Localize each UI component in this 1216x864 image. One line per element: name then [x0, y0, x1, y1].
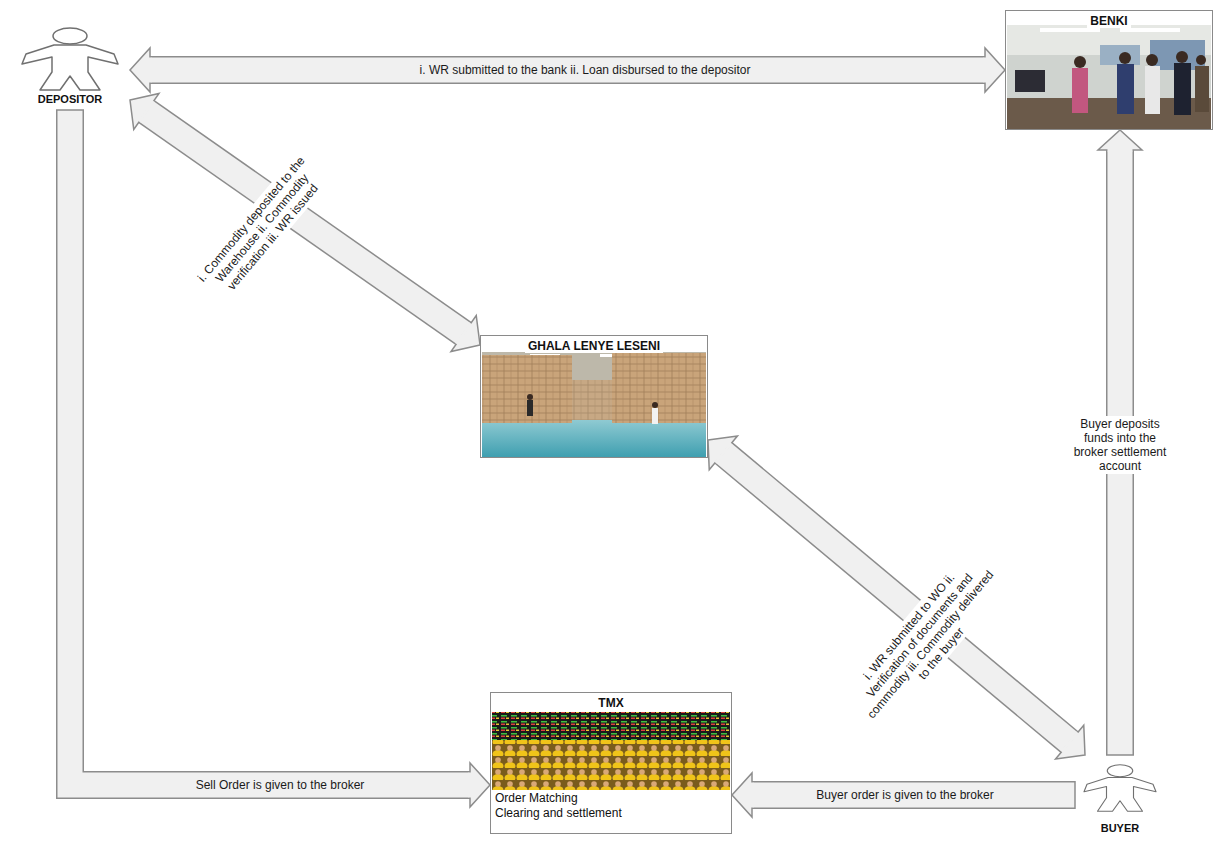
arrow-head [470, 763, 490, 807]
bank-photo-part [1174, 63, 1191, 115]
warehouse-photo [482, 352, 706, 457]
arrow-joint [469, 773, 472, 798]
arrow-outline [752, 781, 1075, 809]
arrow-outline [150, 56, 985, 84]
arrow-head [130, 93, 159, 129]
bank-photo-part [1117, 64, 1134, 114]
person-symbol [10, 26, 130, 92]
exchange-photo-part [492, 740, 730, 790]
arrow-label: Sell Order is given to the broker [192, 777, 369, 793]
arrow-tail [1106, 754, 1134, 756]
bank-photo-part [1072, 68, 1088, 113]
arrow-joint [149, 58, 152, 83]
bank-photo-part [1100, 45, 1140, 65]
block-arrow [56, 110, 490, 807]
warehouse-photo-part [527, 394, 533, 400]
arrow-head [451, 316, 480, 352]
arrow-label: i. WR submitted to WO ii. Verification o… [839, 545, 1012, 735]
arrow-head [1056, 725, 1085, 759]
arrow-fill [723, 453, 1069, 742]
arrow-outline [70, 110, 470, 785]
actor-figure: BUYER [1075, 755, 1165, 841]
bank-photo-part [1176, 51, 1188, 63]
arrow-label: Buyer deposits funds into the broker set… [1064, 416, 1176, 474]
actor-label: BUYER [1075, 821, 1165, 835]
arrow-fill [150, 58, 985, 83]
actor-label: DEPOSITOR [10, 92, 130, 106]
warehouse-photo-part [482, 420, 706, 457]
arrow-fill [146, 111, 463, 333]
bank-photo-part [1007, 25, 1211, 129]
arrow-head [732, 773, 752, 817]
arrow-head [130, 48, 150, 92]
person-body [1084, 778, 1156, 812]
arrow-label: Buyer order is given to the broker [812, 787, 997, 803]
photo-box: BENKI [1005, 10, 1213, 130]
photo-box: TMX Order Matching Clearing and settlemen… [490, 692, 732, 834]
box-heading: TMX [595, 696, 626, 710]
person-body [22, 45, 118, 90]
exchange-photo-part [498, 746, 724, 786]
arrow-fill [752, 783, 1075, 808]
warehouse-photo-part [652, 402, 658, 408]
arrow-joint [984, 58, 987, 83]
bank-photo-part [1146, 54, 1158, 66]
actor-figure: DEPOSITOR [10, 26, 130, 110]
bank-photo [1007, 25, 1211, 129]
arrow-joint [715, 443, 731, 462]
exchange-photo [492, 712, 730, 790]
bank-photo-part [1074, 56, 1086, 68]
warehouse-photo-part [612, 353, 706, 423]
exchange-photo-part [492, 712, 730, 790]
arrow-joint [1108, 149, 1133, 152]
bank-photo-part [1120, 28, 1180, 32]
photo-box: GHALA LENYE LESENI [480, 335, 708, 458]
warehouse-photo-part [527, 400, 533, 416]
arrow-joint [139, 101, 153, 121]
block-arrow [130, 93, 480, 351]
arrow-head [1098, 130, 1142, 150]
warehouse-photo-part [652, 408, 658, 424]
warehouse-photo-part [482, 352, 706, 457]
arrow-joint [751, 783, 754, 808]
arrow-joint [1062, 733, 1078, 752]
arrow-outline [723, 453, 1069, 742]
warehouse-photo-part [482, 355, 572, 423]
box-heading: BENKI [1087, 14, 1130, 28]
arrow-head [708, 436, 737, 470]
person-head [1107, 765, 1133, 777]
bank-photo-part [1119, 52, 1131, 64]
arrow-tail [56, 109, 84, 111]
block-arrow [732, 773, 1075, 817]
bank-photo-part [1040, 28, 1100, 32]
box-heading: GHALA LENYE LESENI [525, 339, 663, 353]
arrow-head [985, 48, 1005, 92]
person-head [53, 28, 87, 44]
arrow-tail [1074, 781, 1076, 809]
exchange-photo-part [492, 712, 730, 742]
bank-photo-part [1195, 66, 1209, 112]
arrow-label: i. Commodity deposited to the Warehouse … [191, 149, 334, 308]
arrow-joint [456, 323, 470, 343]
bank-photo-part [1015, 70, 1045, 92]
person-symbol [1075, 755, 1165, 821]
bank-photo-part [1196, 55, 1206, 65]
block-arrow [130, 48, 1005, 92]
bank-photo-part [1145, 66, 1160, 114]
block-arrow [708, 436, 1085, 759]
arrow-fill [70, 110, 470, 785]
arrow-label: i. WR submitted to the bank ii. Loan dis… [416, 62, 755, 78]
box-body: Order Matching Clearing and settlement [495, 791, 624, 821]
arrow-outline [146, 111, 463, 333]
